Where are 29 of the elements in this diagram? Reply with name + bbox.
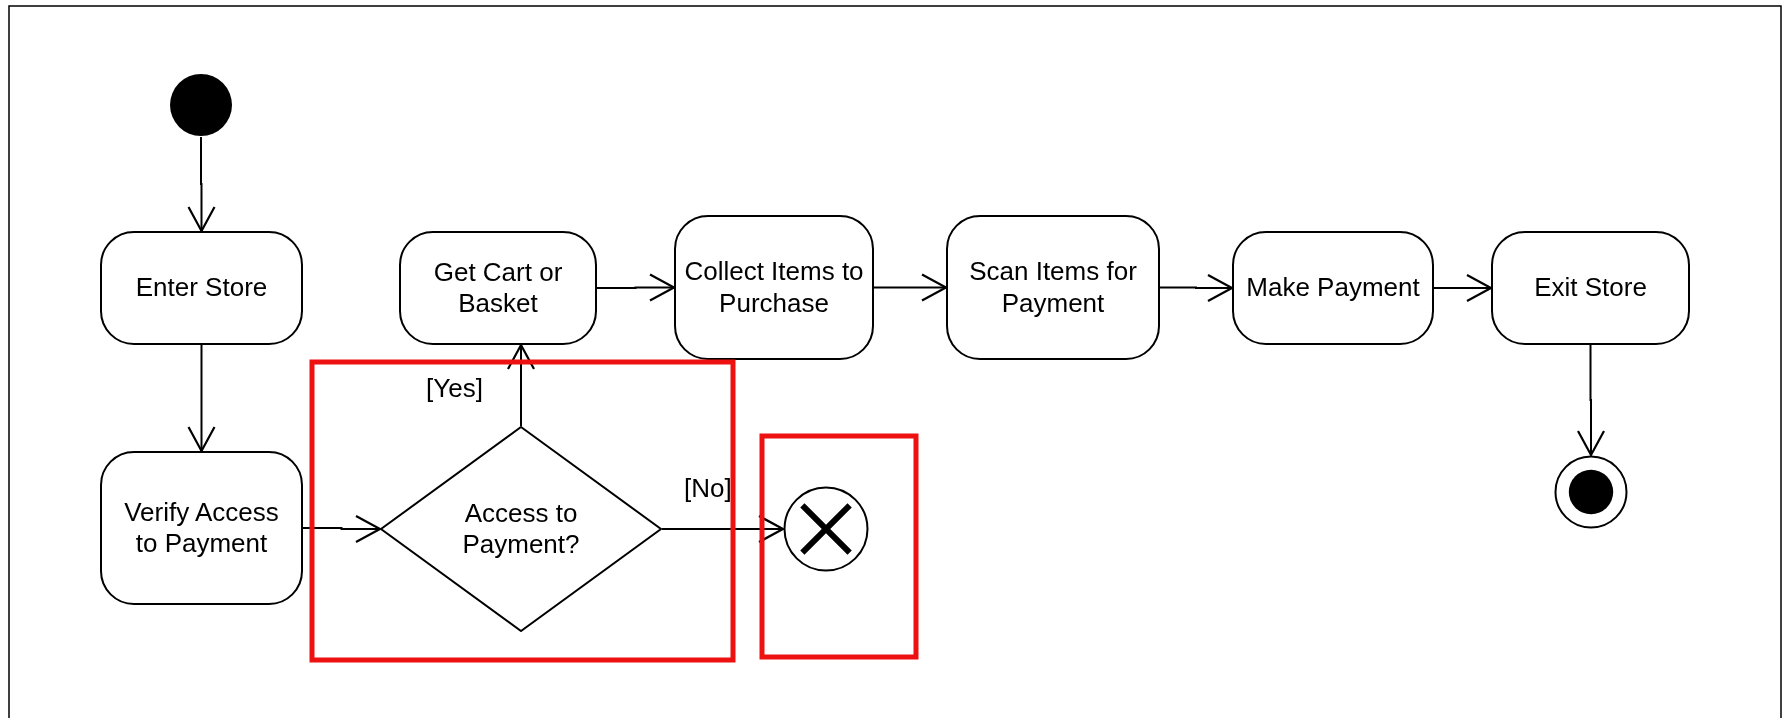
initial-node (169, 73, 233, 137)
action-node (100, 451, 303, 605)
arrow (1433, 273, 1493, 303)
action-node (946, 215, 1160, 360)
node-label: Verify Access to Payment (123, 496, 280, 560)
node-label: Get Cart or Basket (432, 256, 564, 320)
activity-final-node (1554, 455, 1628, 529)
arrow (302, 514, 382, 544)
decision-diamond (380, 426, 662, 632)
arrow (661, 514, 785, 544)
arrow (596, 273, 676, 302)
action-node (674, 215, 874, 360)
node-label: Access to Payment? (461, 497, 581, 561)
arrow (187, 344, 216, 453)
node-label: Exit Store (1533, 272, 1648, 304)
action-node (100, 231, 303, 345)
arrow (1576, 344, 1606, 457)
node-label: Enter Store (134, 272, 269, 304)
node-label: Make Payment (1245, 272, 1421, 304)
arrow (187, 136, 216, 233)
node-label: Scan Items for Payment (968, 256, 1138, 319)
action-node (399, 231, 597, 345)
node-label: Collect Items to Purchase (683, 256, 865, 319)
flow-final-node (783, 486, 869, 572)
arrow (873, 273, 948, 302)
arrow (1159, 273, 1234, 303)
arrow (506, 343, 536, 427)
action-node (1491, 231, 1690, 345)
action-node (1232, 231, 1434, 345)
